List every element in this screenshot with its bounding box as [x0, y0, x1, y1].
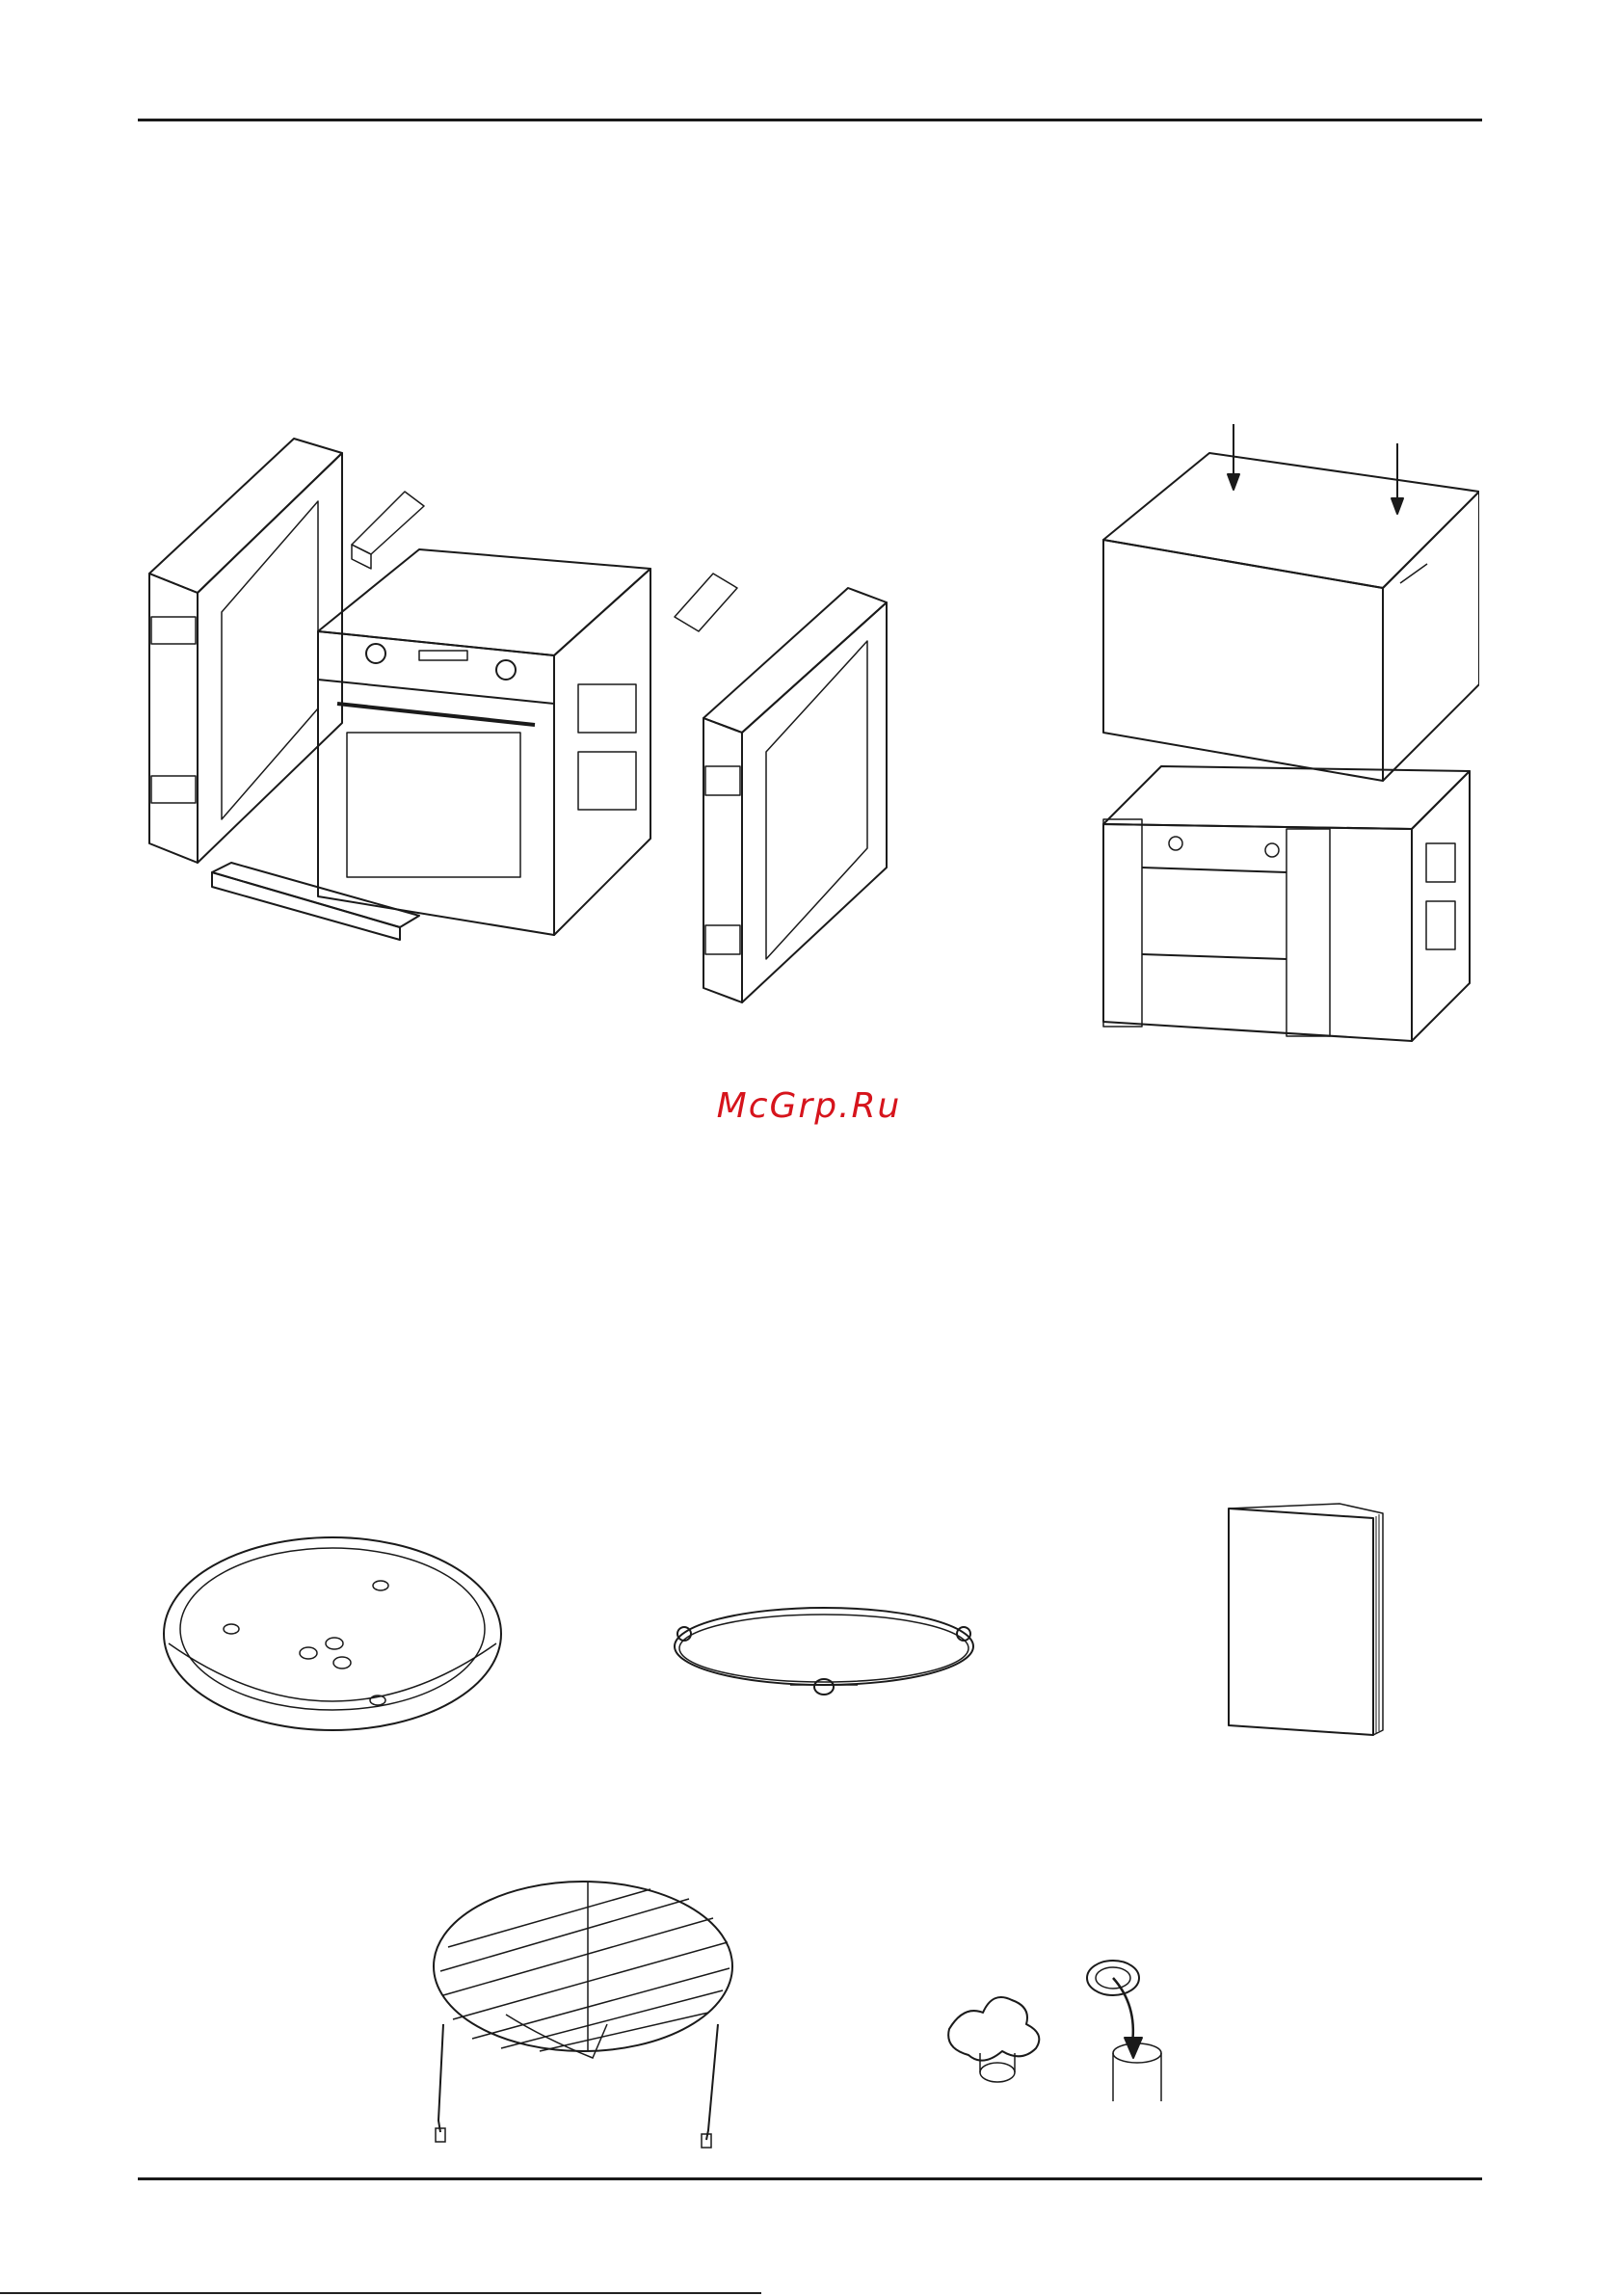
turntable-glass-tray-icon	[159, 1533, 506, 1745]
turntable-coupler-icon	[940, 1937, 1180, 2106]
watermark-text: McGrp.Ru	[0, 1086, 1618, 1126]
turntable-roller-ring-icon	[665, 1600, 983, 1716]
footer-rule	[0, 2292, 761, 2294]
top-rule	[138, 119, 1482, 121]
oven-packaging-exploded-icon	[140, 434, 911, 1012]
oven-packaging-box-icon	[1094, 414, 1479, 1060]
bottom-rule	[138, 2177, 1482, 2180]
grill-rack-icon	[429, 1880, 737, 2149]
instruction-manual-icon	[1214, 1499, 1407, 1745]
